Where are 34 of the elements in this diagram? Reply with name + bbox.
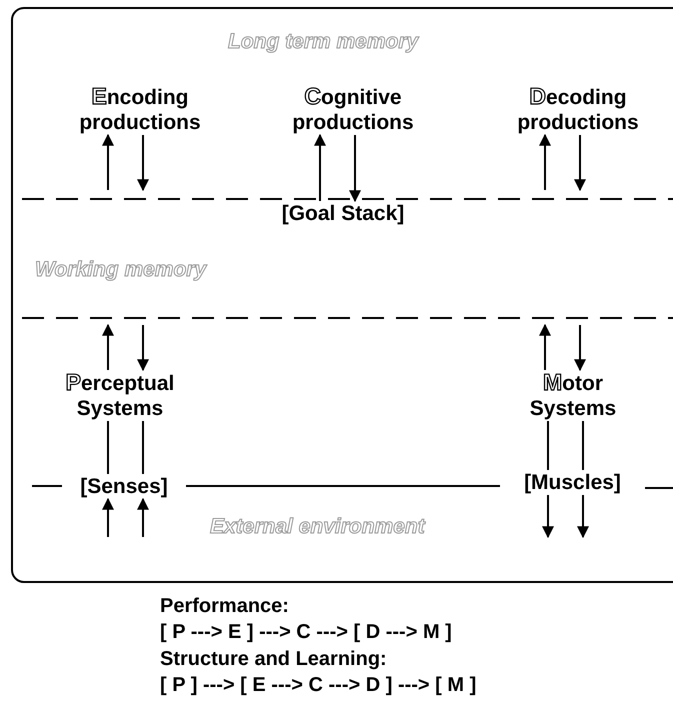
arrow	[574, 325, 586, 372]
formula-heading: Performance:	[160, 595, 289, 618]
arrow	[577, 495, 589, 538]
arrow	[349, 135, 361, 202]
module-title: Perceptual Systems	[35, 370, 205, 421]
module-title: [Senses]	[62, 474, 186, 499]
module-title: Motor Systems	[513, 370, 633, 421]
module-title: Cognitive productions	[265, 84, 441, 135]
arrow	[314, 134, 326, 201]
connector-line	[582, 421, 584, 470]
connector-line	[107, 421, 109, 474]
arrow	[137, 498, 149, 537]
module-title: Encoding productions	[55, 84, 225, 135]
arrow	[102, 134, 114, 190]
arrow	[102, 324, 114, 370]
module-title: Decoding productions	[490, 84, 666, 135]
arrow	[539, 134, 551, 190]
connector-line	[547, 421, 549, 470]
arrow	[542, 495, 554, 538]
connector-line	[186, 485, 500, 487]
region-label: External environment	[210, 515, 425, 539]
region-label: Working memory	[35, 258, 206, 282]
formula-heading: Structure and Learning:	[160, 648, 387, 671]
arrow	[137, 135, 149, 192]
formula-text: [ P ] ---> [ E ---> C ---> D ] ---> [ M ]	[160, 674, 476, 697]
region-label: Long term memory	[228, 30, 418, 54]
arrow	[137, 325, 149, 372]
connector-line	[142, 421, 144, 474]
module-title: [Muscles]	[500, 470, 645, 495]
formula-text: [ P ---> E ] ---> C ---> [ D ---> M ]	[160, 621, 452, 644]
arrow	[102, 498, 114, 537]
arrow	[574, 135, 586, 192]
arrow	[539, 324, 551, 370]
module-title: [Goal Stack]	[243, 201, 443, 226]
